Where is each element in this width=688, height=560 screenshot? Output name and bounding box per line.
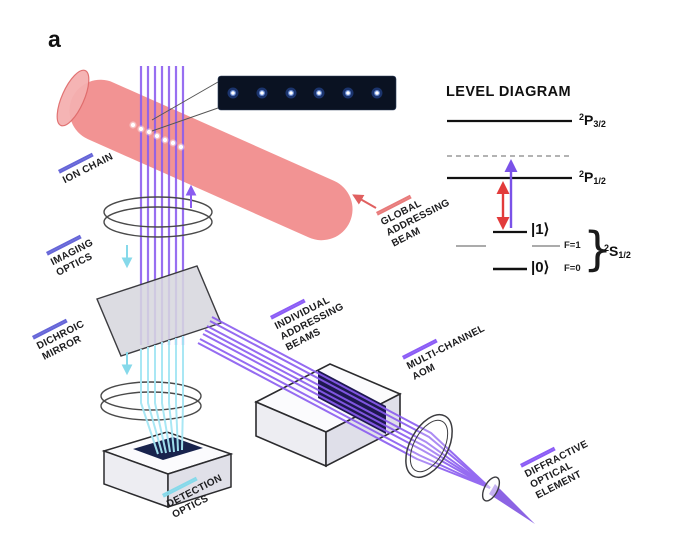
beam-end-cap xyxy=(56,69,90,127)
global-beam-direction-arrow xyxy=(352,194,377,209)
p12-letter: P xyxy=(584,169,594,185)
ion-chain-dots xyxy=(129,121,185,151)
addressing-beam-bundle xyxy=(197,316,491,489)
p32-letter: P xyxy=(584,112,594,128)
inset-ion-glow-dots xyxy=(227,87,383,99)
s12-superscript: 2 xyxy=(604,243,610,253)
level-diagram-lines xyxy=(447,119,572,271)
dichroic-mirror-shape xyxy=(96,265,222,357)
focused-beam xyxy=(489,484,535,524)
level-label-s12: 2S1/2 xyxy=(604,243,631,261)
s12-letter: S xyxy=(609,243,619,259)
s12-subscript: 1/2 xyxy=(618,250,631,260)
detection-optics-box xyxy=(101,431,234,509)
level-diagram-title: LEVEL DIAGRAM xyxy=(446,84,571,100)
state-ket-0: |0⟩ xyxy=(531,259,550,276)
level-label-p32: 2P3/2 xyxy=(579,112,606,130)
detector-array xyxy=(133,437,203,460)
hyperfine-f0-label: F=0 xyxy=(564,263,581,274)
state-ket-1: |1⟩ xyxy=(531,221,550,238)
hyperfine-f1-label: F=1 xyxy=(564,240,581,251)
panel-label: a xyxy=(48,26,61,52)
detection-relay-lens xyxy=(100,381,202,421)
p12-subscript: 1/2 xyxy=(593,176,606,186)
focusing-lens xyxy=(481,476,501,502)
fluorescence-beams xyxy=(140,336,184,455)
ion-chain-inset-image xyxy=(151,75,397,132)
p12-superscript: 2 xyxy=(579,169,585,179)
diffractive-optical-element-lens xyxy=(405,413,453,479)
imaging-optics-lens xyxy=(103,196,213,238)
p32-subscript: 3/2 xyxy=(593,119,606,129)
s12-brace: } xyxy=(583,222,613,276)
p32-superscript: 2 xyxy=(579,112,585,122)
level-label-p12: 2P1/2 xyxy=(579,169,606,187)
